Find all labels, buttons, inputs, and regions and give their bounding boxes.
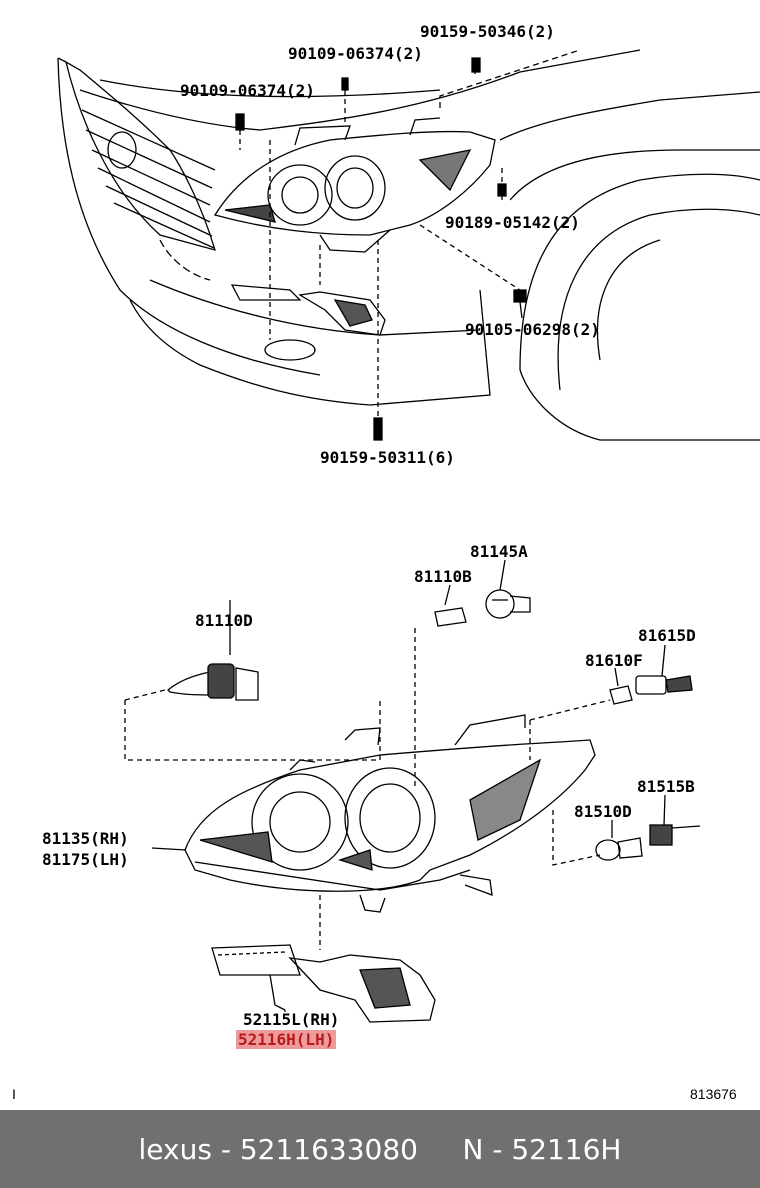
bulb-81510D xyxy=(595,837,643,861)
label-90109-06374-left: 90109-06374(2) xyxy=(180,81,315,100)
diagram-id: 813676 xyxy=(690,1086,737,1102)
label-81175-lh: 81175(LH) xyxy=(42,850,129,869)
label-81145A: 81145A xyxy=(470,542,528,561)
label-52116H-lh-highlighted[interactable]: 52116H(LH) xyxy=(236,1030,337,1049)
parts-diagram xyxy=(57,49,760,1023)
footer-bar: lexus - 5211633080 N - 52116H xyxy=(0,1110,760,1188)
socket-81615D xyxy=(635,675,693,695)
corner-mark-left: I xyxy=(12,1086,16,1102)
label-90189-05142: 90189-05142(2) xyxy=(445,213,580,232)
label-90109-06374-top: 90109-06374(2) xyxy=(288,44,423,63)
bulb-81610F xyxy=(609,685,633,705)
bulb-81110D xyxy=(167,663,259,701)
headlamp-exploded-drawing xyxy=(124,559,701,1023)
footer-separator-2: - xyxy=(483,1132,512,1166)
bulb-81110B xyxy=(434,607,467,627)
label-52115L-rh: 52115L(RH) xyxy=(243,1010,340,1029)
footer-code: 52116H xyxy=(511,1132,622,1166)
footer-brand: lexus xyxy=(138,1132,212,1166)
label-81135-rh: 81135(RH) xyxy=(42,829,129,848)
label-81110B: 81110B xyxy=(414,567,472,586)
label-81510D: 81510D xyxy=(574,802,632,821)
label-81610F: 81610F xyxy=(585,651,643,670)
label-81515B: 81515B xyxy=(637,777,695,796)
label-81110D: 81110D xyxy=(195,611,253,630)
label-81615D: 81615D xyxy=(638,626,696,645)
car-front-drawing xyxy=(57,49,760,441)
footer-separator: - xyxy=(211,1132,240,1166)
footer-spacer xyxy=(418,1133,463,1166)
footer-n-prefix: N xyxy=(462,1132,484,1166)
label-90159-50311: 90159-50311(6) xyxy=(320,448,455,467)
label-90159-50346: 90159-50346(2) xyxy=(420,22,555,41)
bulb-81145A xyxy=(485,589,531,619)
footer-part-number: 5211633080 xyxy=(239,1132,418,1166)
label-90105-06298: 90105-06298(2) xyxy=(465,320,600,339)
socket-81515B xyxy=(649,824,701,846)
actuator-52116H xyxy=(211,944,436,1023)
